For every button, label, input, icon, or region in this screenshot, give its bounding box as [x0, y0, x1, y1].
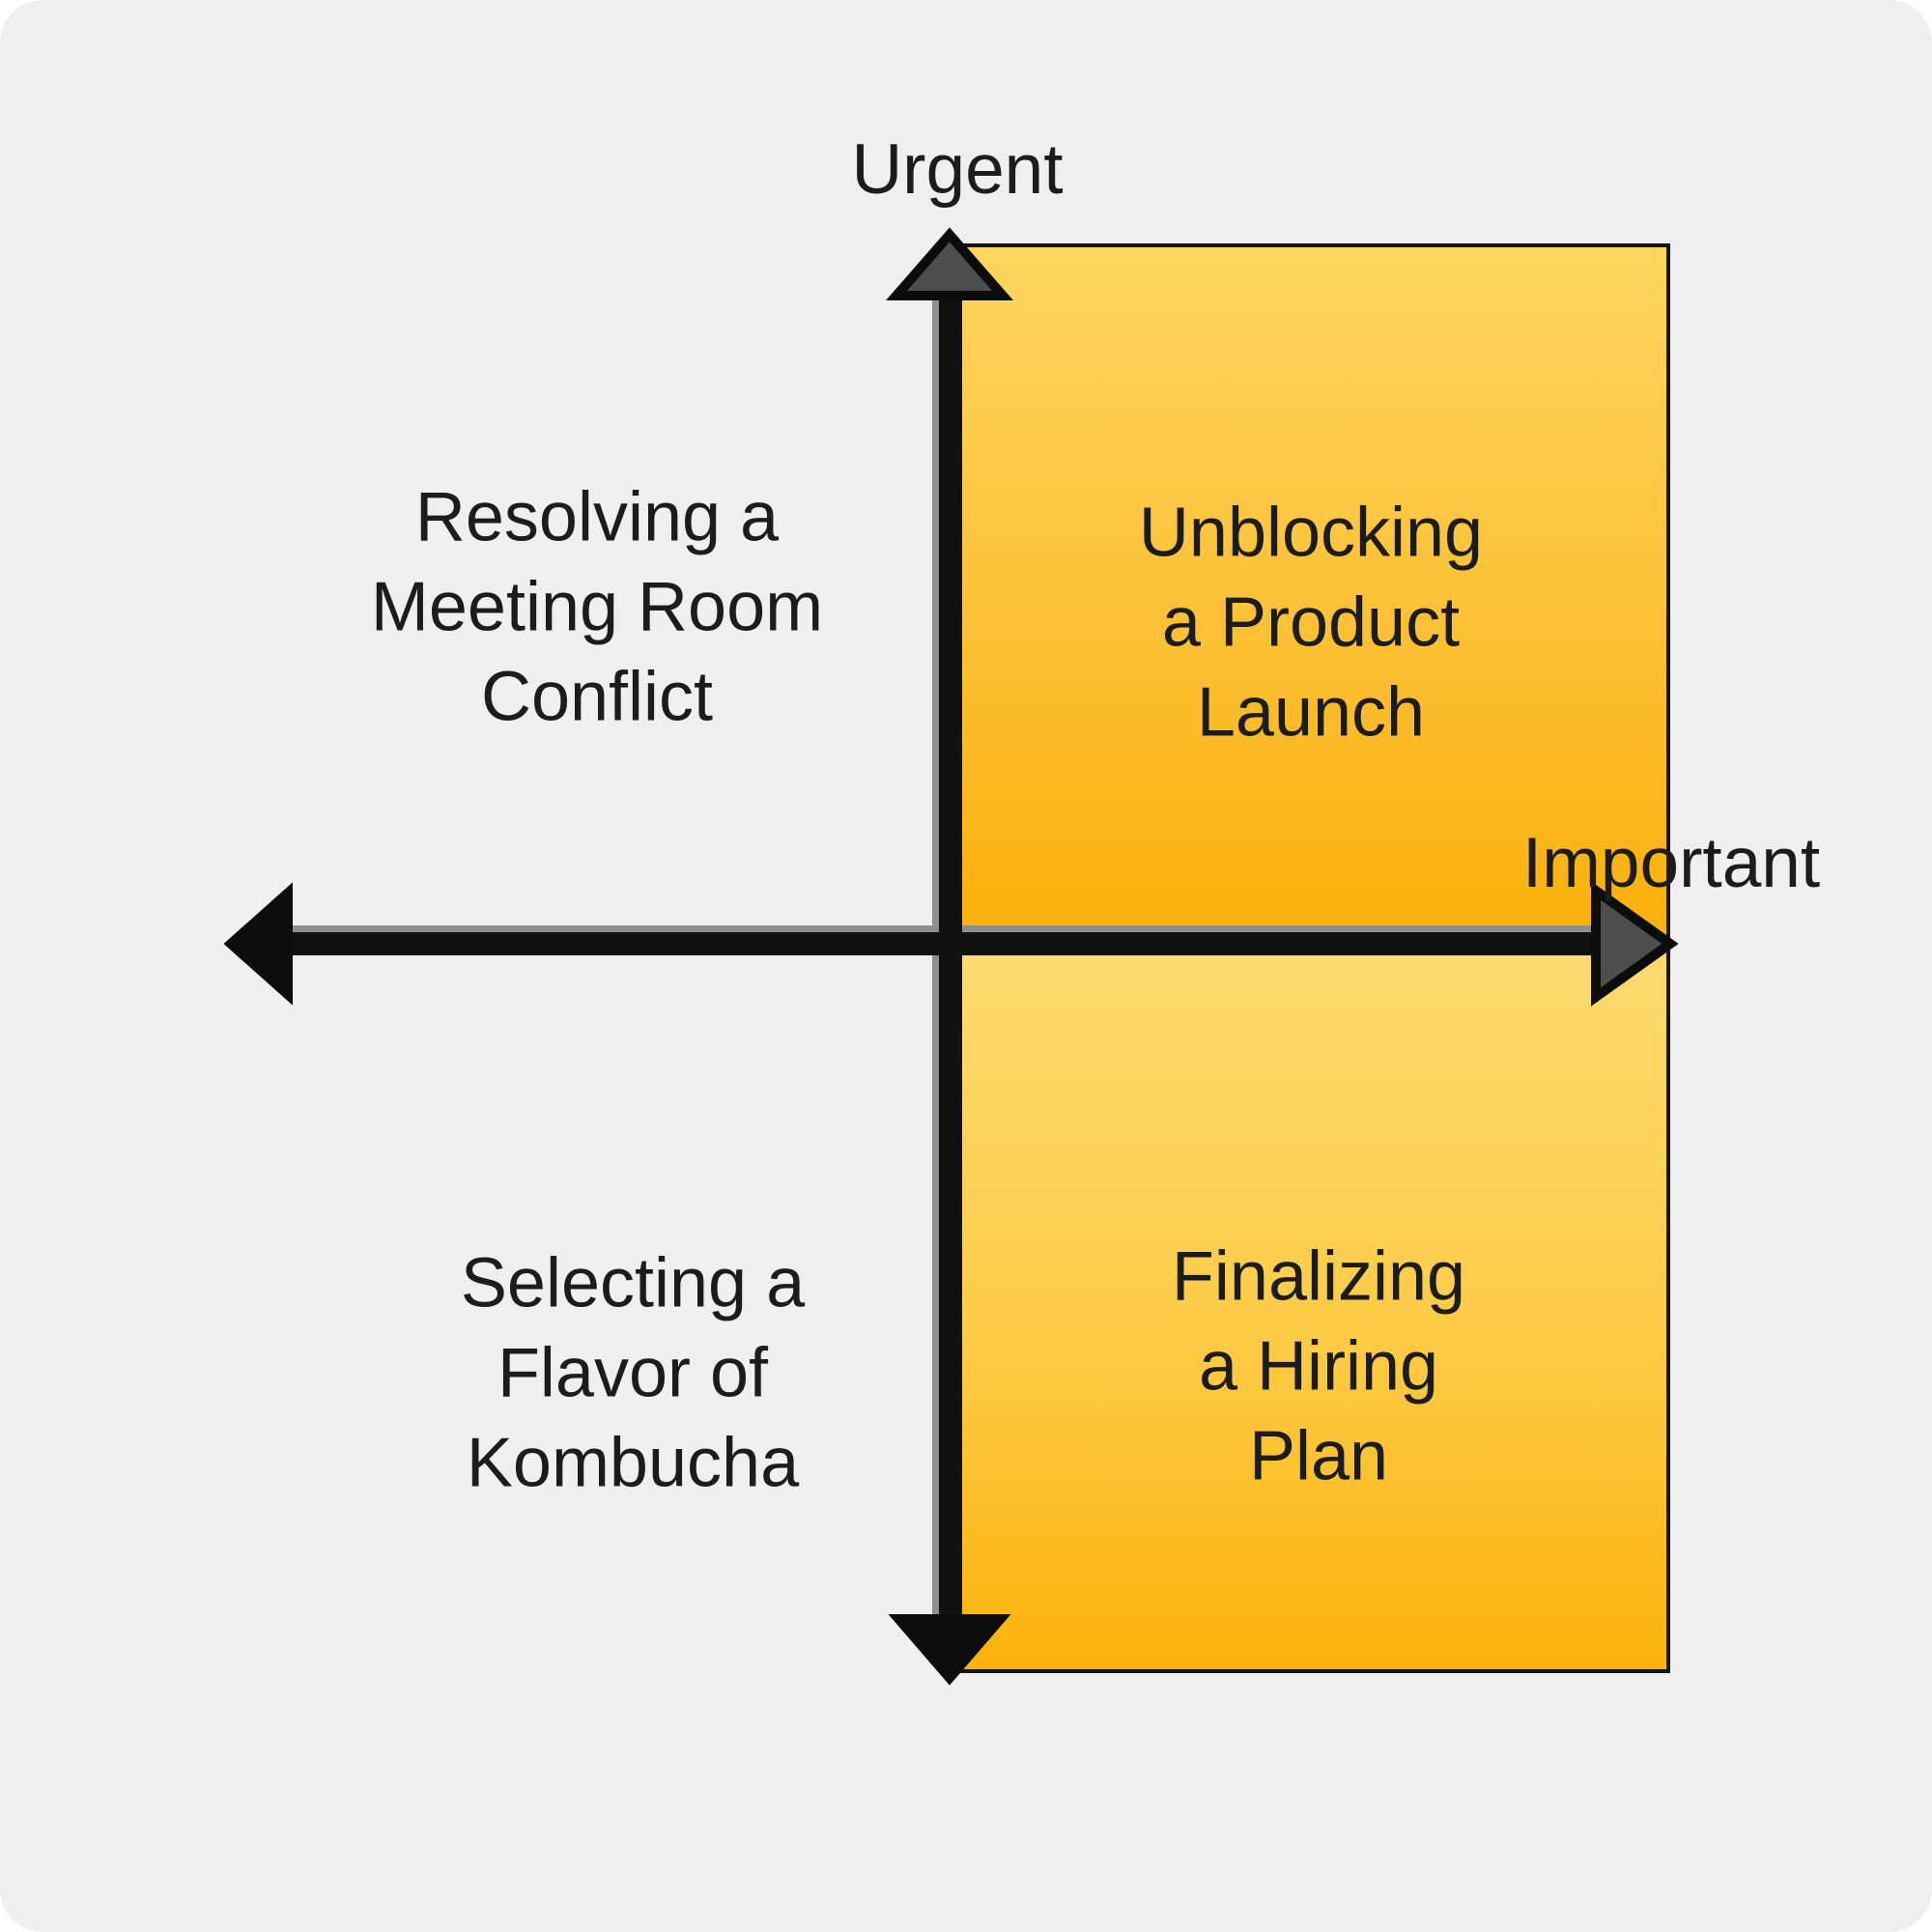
up-arrowhead-icon — [885, 227, 1014, 300]
right-arrowhead-icon — [1591, 881, 1679, 1007]
quadrant-label-line: Selecting a — [460, 1244, 806, 1322]
quadrant-box-urgent-important — [947, 243, 1670, 945]
horizontal-axis-label-text: Important — [1521, 824, 1821, 902]
quadrant-label-line: Plan — [1248, 1417, 1389, 1495]
quadrant-label-line: Conflict — [480, 658, 714, 736]
quadrant-label-line: Meeting Room — [370, 568, 824, 646]
horizontal-axis-label: Important — [1522, 820, 1820, 907]
quadrant-label-urgent-not-important: Resolving a Meeting Room Conflict — [371, 473, 823, 743]
quadrant-label-line: Unblocking — [1138, 494, 1484, 572]
down-arrowhead-icon — [888, 1614, 1011, 1686]
quadrant-box-important-not-urgent — [947, 941, 1670, 1673]
quadrant-label-important-not-urgent: Finalizing a Hiring Plan — [1172, 1233, 1465, 1502]
quadrant-label-line: Finalizing — [1171, 1237, 1466, 1316]
quadrant-label-not-urgent-not-important: Selecting a Flavor of Kombucha — [461, 1239, 805, 1509]
vertical-axis-label-text: Urgent — [851, 130, 1064, 209]
quadrant-label-line: a Product — [1161, 583, 1461, 662]
left-arrowhead-icon — [223, 882, 293, 1006]
quadrant-label-line: Flavor of — [497, 1334, 769, 1412]
quadrant-label-line: Kombucha — [466, 1424, 800, 1502]
quadrant-label-line: Resolving a — [414, 478, 780, 556]
quadrant-label-urgent-important: Unblocking a Product Launch — [1139, 489, 1483, 758]
quadrant-label-line: Launch — [1196, 673, 1426, 752]
vertical-axis-label: Urgent — [851, 127, 1063, 213]
quadrant-label-line: a Hiring — [1198, 1327, 1439, 1406]
